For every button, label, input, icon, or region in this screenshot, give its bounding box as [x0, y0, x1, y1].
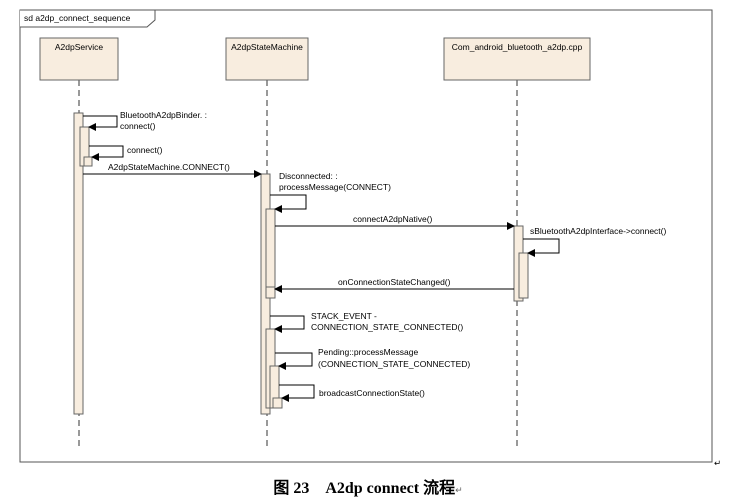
message-label-line: sBluetoothA2dpInterface->connect()	[530, 226, 666, 236]
message-label-line: A2dpStateMachine.CONNECT()	[108, 162, 230, 172]
caption-paragraph-mark: ↵	[455, 486, 463, 496]
message-label-line: connectA2dpNative()	[353, 214, 433, 224]
message-label-line: broadcastConnectionState()	[319, 388, 425, 398]
figure-caption: 图 23 A2dp connect 流程↵	[0, 474, 736, 498]
message-disconnected-processmessage[interactable]: Disconnected: : processMessage(CONNECT)	[270, 171, 391, 213]
message-label-line: CONNECTION_STATE_CONNECTED()	[311, 322, 463, 332]
diagram-frame	[19, 9, 713, 463]
activation-bar	[73, 112, 84, 415]
message-stack-event[interactable]: STACK_EVENT - CONNECTION_STATE_CONNECTED…	[270, 311, 463, 333]
caption-text: 图 23 A2dp connect 流程	[273, 480, 456, 497]
message-onconnectionstatechanged[interactable]: onConnectionStateChanged()	[274, 277, 514, 293]
lifeline-head-a2dpservice[interactable]: A2dpService	[39, 37, 119, 81]
frame-tab	[20, 9, 156, 28]
message-connect[interactable]: connect()	[89, 145, 163, 161]
message-label-line: processMessage(CONNECT)	[279, 182, 391, 192]
lifeline-name-native: Com_android_bluetooth_a2dp.cpp	[452, 42, 583, 52]
sequence-diagram: sd a2dp_connect_sequence A2dpService A2d…	[19, 9, 721, 468]
message-label-line: Disconnected: :	[279, 171, 338, 181]
message-label-line: connect()	[120, 121, 156, 131]
message-broadcastconnectionstate[interactable]: broadcastConnectionState()	[279, 384, 425, 402]
activation-bar	[83, 156, 93, 167]
lifeline-head-native[interactable]: Com_android_bluetooth_a2dp.cpp	[443, 37, 591, 81]
message-label-line: (CONNECTION_STATE_CONNECTED)	[318, 359, 470, 369]
message-pending-processmessage[interactable]: Pending::processMessage (CONNECTION_STAT…	[275, 347, 470, 370]
activation-bar	[265, 286, 276, 299]
frame-title: sd a2dp_connect_sequence	[24, 13, 131, 23]
message-label-line: connect()	[127, 145, 163, 155]
activation-bar	[272, 397, 283, 409]
message-statemachine-connect[interactable]: A2dpStateMachine.CONNECT()	[83, 162, 262, 178]
message-label-line: BluetoothA2dpBinder. :	[120, 110, 207, 120]
message-binder-connect[interactable]: BluetoothA2dpBinder. : connect()	[83, 110, 207, 131]
message-connecta2dpnative[interactable]: connectA2dpNative()	[275, 214, 515, 230]
message-label-line: STACK_EVENT -	[311, 311, 377, 321]
message-label-line: onConnectionStateChanged()	[338, 277, 451, 287]
activation-bar	[265, 208, 276, 299]
message-label-line: Pending::processMessage	[318, 347, 418, 357]
activation-bar	[518, 252, 529, 299]
message-interface-connect[interactable]: sBluetoothA2dpInterface->connect()	[523, 226, 666, 257]
paragraph-mark: ↵	[714, 458, 721, 468]
lifeline-name-a2dpstatemachine: A2dpStateMachine	[231, 42, 303, 52]
lifeline-name-a2dpservice: A2dpService	[55, 42, 103, 52]
lifeline-head-a2dpstatemachine[interactable]: A2dpStateMachine	[225, 37, 309, 81]
